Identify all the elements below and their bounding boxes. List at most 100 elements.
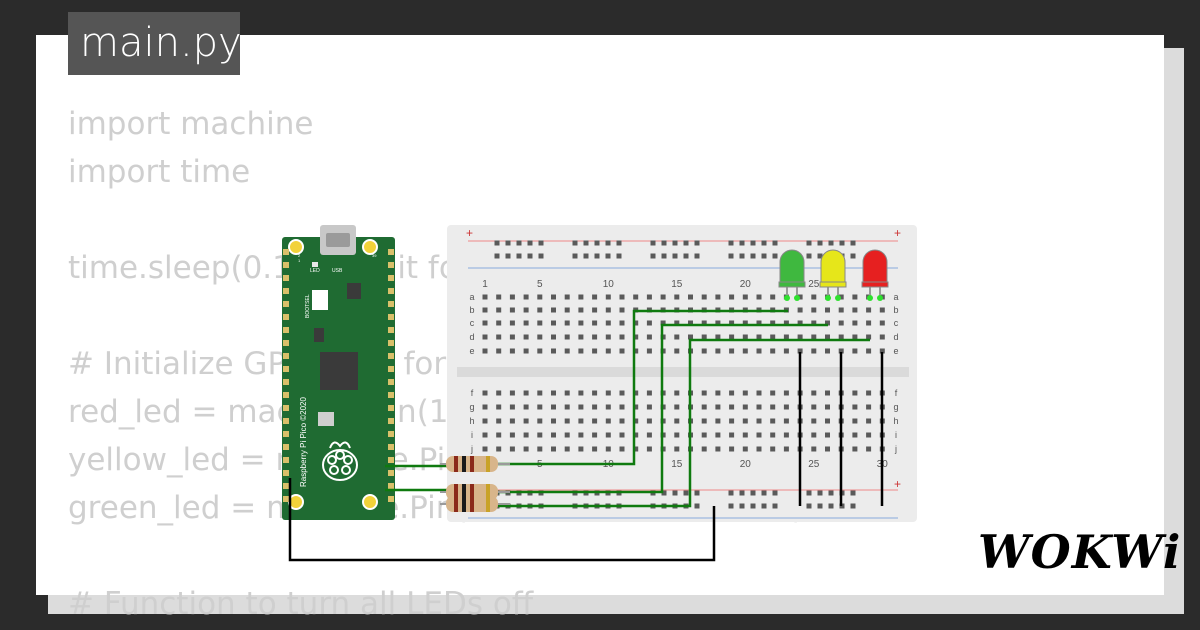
breadboard-hole[interactable] (715, 418, 721, 424)
breadboard-hole[interactable] (578, 294, 584, 300)
rail-hole[interactable] (494, 253, 500, 259)
breadboard-hole[interactable] (756, 432, 762, 438)
rail-hole[interactable] (750, 240, 756, 246)
pico-pin[interactable] (388, 327, 394, 333)
rail-hole[interactable] (739, 503, 745, 509)
pico-pin[interactable] (388, 249, 394, 255)
breadboard-hole[interactable] (825, 446, 830, 452)
rail-hole[interactable] (505, 240, 511, 246)
breadboard-hole[interactable] (825, 320, 830, 326)
pico-pin[interactable] (388, 353, 394, 359)
breadboard-hole[interactable] (783, 390, 789, 396)
breadboard-hole[interactable] (811, 390, 817, 396)
rail-hole[interactable] (650, 240, 656, 246)
rail-hole[interactable] (572, 253, 578, 259)
breadboard-hole[interactable] (564, 404, 570, 410)
breadboard-hole[interactable] (879, 307, 885, 313)
rail-hole[interactable] (817, 490, 823, 496)
breadboard-hole[interactable] (605, 307, 611, 313)
rail-hole[interactable] (683, 253, 689, 259)
breadboard-hole[interactable] (482, 294, 488, 300)
pico-pin[interactable] (388, 457, 394, 463)
pico-pin[interactable] (388, 405, 394, 411)
breadboard-hole[interactable] (605, 404, 611, 410)
breadboard-hole[interactable] (646, 334, 652, 340)
breadboard-hole[interactable] (852, 307, 858, 313)
breadboard-hole[interactable] (578, 334, 584, 340)
breadboard-hole[interactable] (509, 348, 515, 354)
breadboard-hole[interactable] (537, 320, 543, 326)
breadboard-hole[interactable] (633, 334, 639, 340)
breadboard-hole[interactable] (551, 432, 556, 438)
breadboard-hole[interactable] (496, 446, 502, 452)
rail-hole[interactable] (806, 253, 812, 259)
breadboard-hole[interactable] (619, 294, 625, 300)
rail-hole[interactable] (817, 240, 823, 246)
breadboard-hole[interactable] (674, 418, 680, 424)
breadboard-hole[interactable] (729, 418, 735, 424)
breadboard-hole[interactable] (482, 404, 488, 410)
pico-pin[interactable] (283, 418, 289, 424)
rail-hole[interactable] (739, 253, 745, 259)
rail-hole[interactable] (828, 503, 834, 509)
breadboard-hole[interactable] (811, 334, 817, 340)
breadboard-hole[interactable] (811, 348, 817, 354)
breadboard-hole[interactable] (715, 320, 721, 326)
breadboard-hole[interactable] (537, 307, 543, 313)
pico-pin[interactable] (388, 366, 394, 372)
rail-hole[interactable] (772, 240, 778, 246)
rail-hole[interactable] (694, 253, 700, 259)
breadboard-hole[interactable] (496, 418, 502, 424)
breadboard-hole[interactable] (537, 404, 543, 410)
breadboard-hole[interactable] (523, 446, 529, 452)
rail-hole[interactable] (817, 253, 823, 259)
breadboard-hole[interactable] (852, 334, 858, 340)
rail-hole[interactable] (683, 240, 689, 246)
breadboard-hole[interactable] (783, 446, 789, 452)
breadboard-hole[interactable] (523, 294, 529, 300)
pico-pin[interactable] (388, 483, 394, 489)
breadboard-hole[interactable] (592, 432, 598, 438)
breadboard-hole[interactable] (825, 418, 830, 424)
breadboard-hole[interactable] (783, 320, 789, 326)
rail-hole[interactable] (806, 240, 812, 246)
breadboard-hole[interactable] (592, 307, 598, 313)
breadboard-hole[interactable] (811, 432, 817, 438)
breadboard-hole[interactable] (674, 348, 680, 354)
breadboard-hole[interactable] (509, 294, 515, 300)
breadboard-hole[interactable] (742, 404, 748, 410)
rail-hole[interactable] (650, 253, 656, 259)
breadboard-hole[interactable] (701, 446, 707, 452)
red-led[interactable] (861, 249, 889, 301)
rail-hole[interactable] (605, 253, 611, 259)
rail-hole[interactable] (728, 490, 734, 496)
breadboard-hole[interactable] (646, 446, 652, 452)
bootsel-button[interactable] (312, 290, 328, 310)
breadboard-hole[interactable] (674, 334, 680, 340)
rail-hole[interactable] (572, 240, 578, 246)
breadboard-hole[interactable] (729, 432, 735, 438)
breadboard-hole[interactable] (509, 404, 515, 410)
breadboard-hole[interactable] (852, 404, 858, 410)
rail-hole[interactable] (850, 490, 856, 496)
breadboard-hole[interactable] (578, 418, 584, 424)
breadboard-hole[interactable] (619, 418, 625, 424)
rail-hole[interactable] (694, 240, 700, 246)
rail-hole[interactable] (739, 490, 745, 496)
breadboard-hole[interactable] (592, 390, 598, 396)
breadboard-hole[interactable] (756, 294, 762, 300)
rail-hole[interactable] (594, 253, 600, 259)
breadboard-hole[interactable] (715, 404, 721, 410)
wire-green-3[interactable] (498, 338, 870, 508)
breadboard-hole[interactable] (838, 294, 844, 300)
pico-pin[interactable] (283, 288, 289, 294)
breadboard-hole[interactable] (537, 294, 543, 300)
rail-hole[interactable] (616, 240, 622, 246)
breadboard-hole[interactable] (578, 446, 584, 452)
breadboard-hole[interactable] (770, 432, 776, 438)
rail-hole[interactable] (672, 240, 678, 246)
breadboard-hole[interactable] (866, 446, 872, 452)
breadboard-hole[interactable] (688, 334, 693, 340)
rail-hole[interactable] (694, 490, 700, 496)
breadboard-hole[interactable] (605, 390, 611, 396)
